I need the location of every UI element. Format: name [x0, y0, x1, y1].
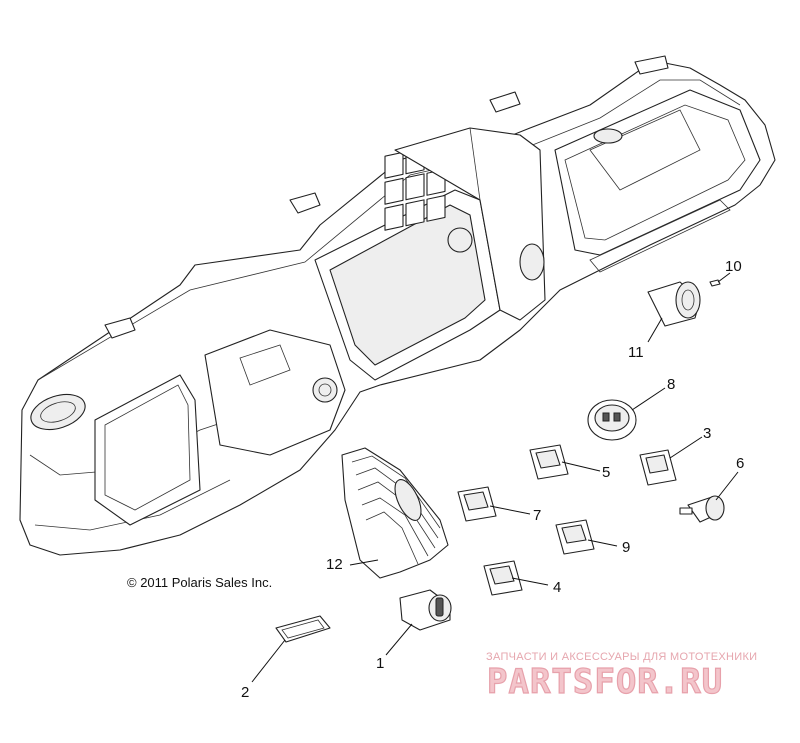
callout-6: 6: [736, 455, 744, 472]
callout-12: 12: [326, 556, 343, 573]
usb-port-part: [587, 399, 637, 441]
cup-holder-part: [647, 281, 701, 327]
callout-3: 3: [703, 425, 711, 442]
label-plate-part: [275, 615, 331, 643]
rocker-switch-7: [457, 486, 497, 522]
ignition-switch-part: [399, 589, 452, 631]
callout-8: 8: [667, 376, 675, 393]
callout-9: 9: [622, 539, 630, 556]
callout-2: 2: [241, 684, 249, 701]
callout-4: 4: [553, 579, 561, 596]
callout-labels: 1 2 3 4 5 6 7 8 9 10 11 12: [241, 258, 744, 701]
watermark-caption: ЗАПЧАСТИ И АКСЕССУАРЫ ДЛЯ МОТОТЕХНИКИ: [486, 651, 757, 663]
callout-1: 1: [376, 655, 384, 672]
leader-lines: [251, 272, 739, 683]
rocker-switch-4: [483, 560, 523, 596]
power-outlet-part: [679, 495, 725, 523]
copyright-text: © 2011 Polaris Sales Inc.: [127, 575, 272, 590]
shifter-boot-part: [341, 447, 449, 579]
rocker-switch-9: [555, 519, 595, 555]
callout-11: 11: [628, 344, 644, 361]
callout-10: 10: [725, 258, 742, 275]
rocker-switch-3: [639, 449, 677, 486]
watermark-logo: PARTSFOR.RU: [487, 662, 723, 702]
rocker-switch-5: [529, 444, 569, 480]
callout-7: 7: [533, 507, 541, 524]
screw-part: [709, 279, 721, 287]
callout-5: 5: [602, 464, 610, 481]
watermark: ЗАПЧАСТИ И АКСЕССУАРЫ ДЛЯ МОТОТЕХНИКИ PA…: [486, 651, 757, 703]
dashboard-assembly: [19, 55, 776, 556]
